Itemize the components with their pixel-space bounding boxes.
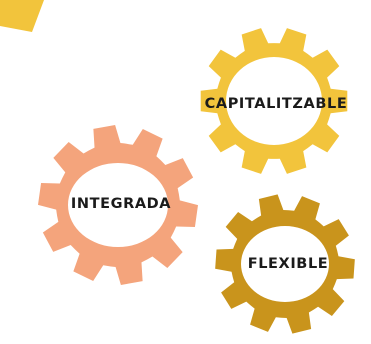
gear-flexible: FLEXIBLE: [215, 194, 355, 334]
gear-integrada-label: INTEGRADA: [71, 196, 171, 212]
gear-flexible-body: [215, 194, 355, 334]
corner-shape: [0, 0, 44, 32]
gear-integrada: INTEGRADA: [38, 125, 198, 285]
gear-integrada-body: [38, 125, 198, 285]
gear-capitalitzable-label: CAPITALITZABLE: [205, 96, 348, 112]
gear-capitalitzable-body: [200, 28, 348, 174]
gear-capitalitzable: CAPITALITZABLE: [200, 28, 348, 174]
gear-flexible-label: FLEXIBLE: [248, 256, 329, 272]
